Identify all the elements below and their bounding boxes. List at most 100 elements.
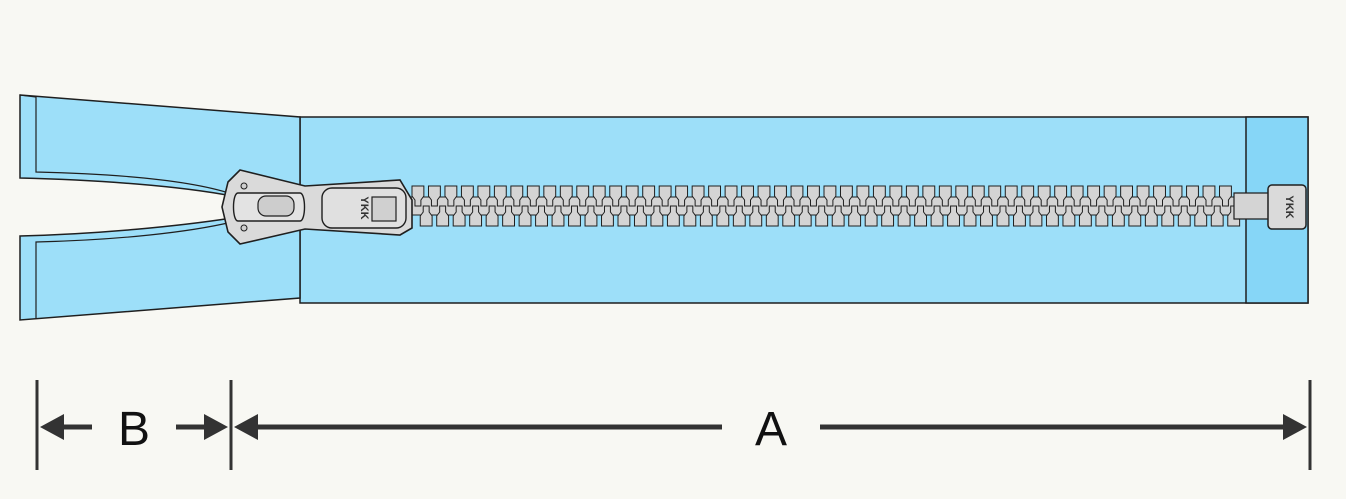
zipper-tooth-bottom	[551, 205, 565, 227]
zipper-tooth-top	[427, 185, 441, 207]
zipper-tooth-top	[839, 185, 853, 207]
zipper-tooth-bottom	[568, 205, 581, 227]
dimension-b-label: B	[118, 403, 150, 456]
zipper-tooth-bottom	[1144, 205, 1158, 227]
zipper-teeth	[411, 185, 1241, 227]
slider-rivet-bottom	[240, 224, 248, 232]
zipper-tooth-bottom	[1210, 205, 1224, 227]
zipper-tooth-bottom	[1095, 205, 1109, 227]
zipper-tooth-bottom	[1062, 205, 1076, 227]
zipper-tooth-top	[1153, 185, 1166, 207]
zipper-tooth-top	[592, 185, 606, 207]
zipper-tooth-top	[609, 185, 623, 207]
zipper-tooth-top	[460, 185, 474, 207]
zipper-tooth-top	[675, 185, 689, 207]
zipper-tooth-top	[625, 185, 639, 207]
zipper-tooth-top	[905, 185, 919, 207]
zipper-tooth-bottom	[782, 205, 796, 227]
zipper-tooth-bottom	[419, 205, 433, 227]
zipper-tooth-top	[708, 185, 722, 207]
zipper-tooth-bottom	[633, 205, 647, 227]
zipper-tooth-top	[1087, 185, 1101, 207]
zipper-tooth-top	[1004, 185, 1018, 207]
lower-pin-strip	[35, 221, 233, 318]
zipper-tooth-bottom	[1161, 205, 1175, 227]
zipper-tooth-bottom	[831, 205, 845, 227]
zipper-tooth-top	[724, 185, 738, 207]
zipper-tooth-bottom	[485, 205, 499, 227]
zipper-tooth-bottom	[1013, 205, 1026, 227]
zipper-tooth-top	[955, 185, 969, 207]
zipper-tooth-top	[691, 185, 705, 207]
zipper-tooth-top	[411, 185, 425, 207]
zipper-tooth-top	[1103, 185, 1117, 207]
zipper-tooth-top	[1219, 185, 1232, 207]
zipper-tooth-top	[971, 185, 985, 207]
zipper-tooth-top	[510, 185, 524, 207]
zipper-tooth-bottom	[947, 205, 960, 227]
zipper-tooth-bottom	[1111, 205, 1125, 227]
zipper-tooth-top	[872, 185, 886, 207]
zipper-tooth-bottom	[815, 205, 829, 227]
zipper-tooth-top	[741, 185, 754, 207]
zipper-tooth-top	[1070, 185, 1084, 207]
zipper-tooth-bottom	[469, 205, 483, 227]
zipper-tooth-bottom	[996, 205, 1010, 227]
zipper-tooth-bottom	[848, 205, 862, 227]
zipper-tooth-top	[1202, 185, 1216, 207]
zipper-tooth-bottom	[716, 205, 730, 227]
dimension-b-arrow-right	[204, 414, 228, 440]
zipper-tooth-bottom	[1029, 205, 1043, 227]
zipper-tooth-top	[444, 185, 458, 207]
zipper-tooth-top	[1054, 185, 1068, 207]
zipper-tooth-bottom	[1045, 205, 1059, 227]
zipper-tooth-bottom	[535, 205, 548, 227]
dimension-lines: B A	[35, 380, 1312, 470]
zipper-tooth-top	[642, 185, 656, 207]
zipper-tooth-top	[889, 185, 903, 207]
dimension-a-arrow-left	[234, 414, 258, 440]
upper-pin-strip	[19, 94, 233, 195]
zipper-tooth-top	[1169, 185, 1183, 207]
zipper-tooth-bottom	[666, 205, 680, 227]
zipper-tooth-bottom	[584, 205, 598, 227]
zipper-tooth-bottom	[1128, 205, 1142, 227]
zipper-tooth-bottom	[518, 205, 532, 227]
zipper-tooth-top	[757, 185, 771, 207]
zipper-tooth-top	[988, 185, 1002, 207]
zipper-tooth-bottom	[1194, 205, 1208, 227]
dimension-a-label: A	[755, 403, 787, 456]
zipper-tooth-bottom	[914, 205, 928, 227]
zipper-tooth-bottom	[617, 205, 631, 227]
zipper-tooth-bottom	[963, 205, 977, 227]
top-stop: YKK	[1233, 184, 1307, 230]
slider-brand: YKK	[358, 196, 370, 219]
zipper-tooth-bottom	[749, 205, 763, 227]
zipper-tooth-top	[938, 185, 952, 207]
zipper-tooth-bottom	[765, 205, 779, 227]
zipper-tooth-bottom	[1177, 205, 1191, 227]
zipper-tooth-bottom	[1078, 205, 1092, 227]
slider-rivet-top	[240, 182, 248, 190]
zipper-tooth-top	[1037, 185, 1051, 207]
zipper-tooth-bottom	[650, 205, 664, 227]
zipper-slider[interactable]: YKK	[221, 169, 413, 245]
slider-pull-slot	[257, 195, 295, 217]
zipper-tooth-bottom	[452, 205, 466, 227]
zipper-tooth-top	[922, 185, 936, 207]
zipper-tooth-bottom	[436, 205, 450, 227]
dimension-b-arrow-left	[40, 414, 64, 440]
zipper-tooth-top	[477, 185, 491, 207]
zipper-tooth-bottom	[732, 205, 746, 227]
dimension-a-arrow-right	[1283, 414, 1307, 440]
zipper-tooth-bottom	[881, 205, 895, 227]
zipper-tooth-bottom	[699, 205, 713, 227]
zipper-tooth-top	[658, 185, 672, 207]
slider-window	[371, 196, 397, 222]
zipper-tooth-bottom	[683, 205, 697, 227]
zipper-tooth-top	[543, 185, 557, 207]
zipper-tooth-bottom	[798, 205, 812, 227]
zipper-tooth-top	[576, 185, 590, 207]
zipper-tooth-top	[1120, 185, 1134, 207]
